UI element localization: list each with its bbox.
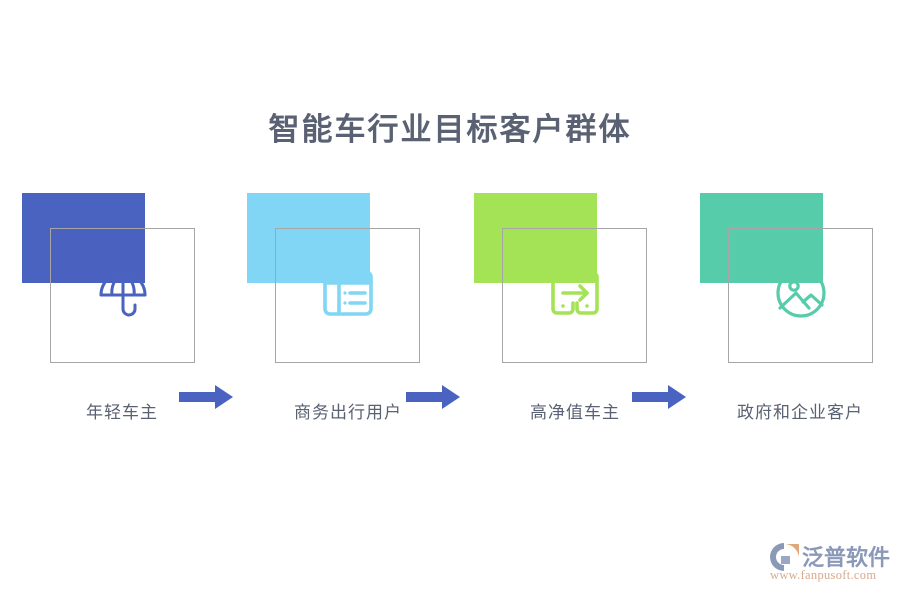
step-outline-frame xyxy=(728,228,873,363)
step-overlap-tint xyxy=(729,229,823,283)
watermark-brand: 泛普软件 xyxy=(802,546,891,571)
process-step-1[interactable] xyxy=(22,193,197,373)
step-overlap-tint xyxy=(276,229,370,283)
list-table-icon xyxy=(320,265,376,321)
watermark-logo: 泛普软件 www.fanpusoft.com xyxy=(768,540,892,586)
step-outline-frame xyxy=(50,228,195,363)
flow-arrow-1 xyxy=(179,385,233,409)
process-step-4[interactable] xyxy=(700,193,875,373)
flow-arrow-2 xyxy=(406,385,460,409)
fanpu-logo-icon xyxy=(768,542,800,572)
step-label-2: 商务出行用户 xyxy=(294,403,402,422)
process-flow xyxy=(0,193,900,409)
image-photo-icon xyxy=(773,265,829,321)
step-color-block xyxy=(700,193,823,283)
step-outline-frame xyxy=(275,228,420,363)
page-title: 智能车行业目标客户群体 xyxy=(268,112,632,147)
umbrella-icon xyxy=(95,265,151,321)
step-labels: 年轻车主 商务出行用户 高净值车主 政府和企业客户 xyxy=(0,398,900,428)
data-transfer-icon xyxy=(547,265,603,321)
step-color-block xyxy=(247,193,370,283)
step-label-3: 高净值车主 xyxy=(530,403,620,422)
process-step-2[interactable] xyxy=(247,193,422,373)
step-color-block xyxy=(22,193,145,283)
process-step-3[interactable] xyxy=(474,193,649,373)
step-color-block xyxy=(474,193,597,283)
step-label-1: 年轻车主 xyxy=(86,403,158,422)
flow-arrow-3 xyxy=(632,385,686,409)
step-outline-frame xyxy=(502,228,647,363)
watermark-url: www.fanpusoft.com xyxy=(770,568,877,582)
step-label-4: 政府和企业客户 xyxy=(737,403,863,422)
